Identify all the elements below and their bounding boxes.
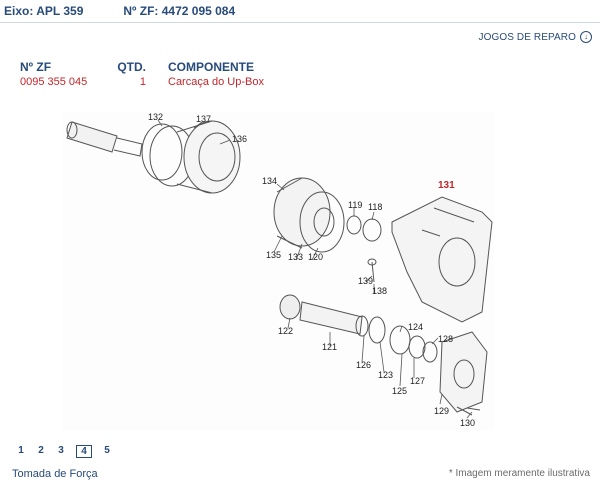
pagination: 1 2 3 4 5 <box>16 445 112 458</box>
callout-123[interactable]: 123 <box>378 370 393 380</box>
page-4-current[interactable]: 4 <box>76 445 92 458</box>
page-2[interactable]: 2 <box>38 445 44 456</box>
callout-128[interactable]: 128 <box>438 334 453 344</box>
callout-138[interactable]: 138 <box>372 286 387 296</box>
col-componente: COMPONENTE <box>168 60 255 74</box>
col-qtd: QTD. <box>117 60 146 74</box>
callout-119[interactable]: 119 <box>348 200 362 210</box>
callout-139[interactable]: 139 <box>358 276 373 286</box>
cell-zf: 0095 355 045 <box>20 76 88 88</box>
callout-130[interactable]: 130 <box>460 418 475 428</box>
table-row[interactable]: 0095 355 045 1 Carcaça do Up-Box <box>20 76 368 88</box>
component-table: Nº ZF QTD. COMPONENTE 0095 355 045 1 Car… <box>20 60 368 88</box>
table-header: Nº ZF QTD. COMPONENTE <box>20 60 368 74</box>
exploded-view-diagram: 131 132 137 136 134 119 118 135 133 120 … <box>62 112 494 430</box>
page-1[interactable]: 1 <box>18 445 24 456</box>
callout-121[interactable]: 121 <box>322 342 337 352</box>
callout-135[interactable]: 135 <box>266 250 281 260</box>
callout-137[interactable]: 137 <box>196 114 211 124</box>
callout-132[interactable]: 132 <box>148 112 163 122</box>
page-3[interactable]: 3 <box>58 445 64 456</box>
axle-label: Eixo: APL 359 <box>4 4 84 18</box>
callout-131[interactable]: 131 <box>438 180 455 191</box>
illustrative-note: * Imagem meramente ilustrativa <box>448 468 590 479</box>
section-title: Tomada de Força <box>12 468 98 480</box>
arrow-down-circle-icon: ↓ <box>580 31 592 43</box>
repair-kits-label: JOGOS DE REPARO <box>478 31 576 43</box>
callout-126[interactable]: 126 <box>356 360 371 370</box>
cell-componente: Carcaça do Up-Box <box>168 76 264 88</box>
callout-134[interactable]: 134 <box>262 176 277 186</box>
callout-129[interactable]: 129 <box>434 406 449 416</box>
callout-127[interactable]: 127 <box>410 376 425 386</box>
callout-136[interactable]: 136 <box>232 134 247 144</box>
callout-124[interactable]: 124 <box>408 322 423 332</box>
callout-122[interactable]: 122 <box>278 326 293 336</box>
callout-133[interactable]: 133 <box>288 252 303 262</box>
top-header: Eixo: APL 359 Nº ZF: 4472 095 084 <box>0 0 600 23</box>
cell-qtd: 1 <box>139 76 146 88</box>
repair-kits-link[interactable]: JOGOS DE REPARO ↓ <box>479 31 592 43</box>
callout-120[interactable]: 120 <box>308 252 323 262</box>
page-5[interactable]: 5 <box>104 445 110 456</box>
zf-number-label: Nº ZF: 4472 095 084 <box>123 4 236 18</box>
col-zf: Nº ZF <box>20 60 52 74</box>
callout-125[interactable]: 125 <box>392 386 407 396</box>
callout-118[interactable]: 118 <box>368 202 382 212</box>
